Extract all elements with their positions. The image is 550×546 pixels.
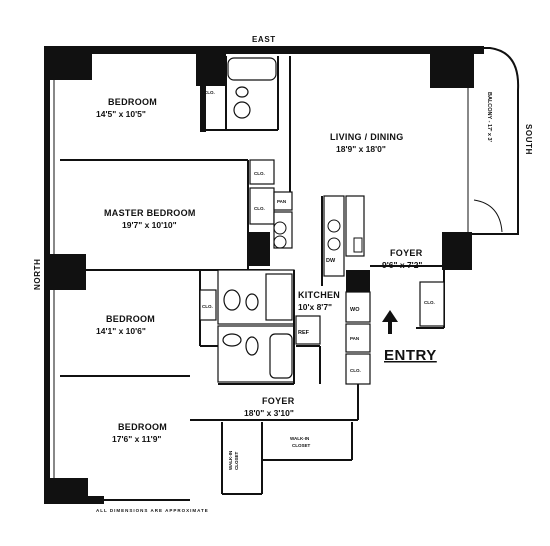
compass-north: NORTH <box>33 259 42 290</box>
bathtub-icon <box>227 57 277 81</box>
closet-label: CLO. <box>254 206 265 211</box>
master-bedroom-name: MASTER BEDROOM <box>104 208 196 218</box>
compass-south: SOUTH <box>524 124 533 155</box>
foyer2-name: FOYER <box>262 396 295 406</box>
closet-label: CLO. <box>254 171 265 176</box>
balcony-label: BALCONY - 17' x 3' <box>486 92 492 143</box>
wall-oven-label: WO <box>350 307 360 313</box>
bedroom3-name: BEDROOM <box>118 422 167 432</box>
shower-icon <box>265 273 293 321</box>
closet-label: CLO. <box>424 300 435 305</box>
closet-label: CLO. <box>204 90 215 95</box>
kitchen-dim: 10'x 8'7" <box>298 302 332 312</box>
exterior-walls <box>44 46 520 504</box>
bedroom3-dim: 17'6" x 11'9" <box>112 434 161 444</box>
walk-in-closet-label: CLOSET <box>292 443 311 448</box>
foyer2-dim: 18'0" x 3'10" <box>244 408 294 418</box>
stove-burner-icon <box>327 237 341 251</box>
closet-label: CLO. <box>202 304 213 309</box>
foyer1-dim: 9'6" x 7'2" <box>382 260 422 270</box>
walk-in-closet-label: WALK-IN <box>290 436 309 441</box>
toilet-icon <box>235 86 249 98</box>
living-dining-name: LIVING / DINING <box>330 132 404 142</box>
compass-east: EAST <box>252 35 276 44</box>
kitchen-name: KITCHEN <box>298 290 340 300</box>
sink-icon <box>223 289 241 311</box>
living-dining-dim: 18'9" x 18'0" <box>336 144 386 154</box>
bathtub-icon <box>269 333 293 379</box>
interior-walls <box>60 56 445 495</box>
entry-arrow-icon <box>382 310 398 334</box>
bedroom2-dim: 14'1" x 10'6" <box>96 326 146 336</box>
stove-burner-icon <box>327 219 341 233</box>
master-bedroom-dim: 19'7" x 10'10" <box>122 220 177 230</box>
entry-label: ENTRY <box>384 347 437 364</box>
sink-icon <box>222 333 242 347</box>
fixtures <box>222 57 363 379</box>
toilet-icon <box>245 293 259 311</box>
walk-in-closet-label: WALK-IN <box>228 451 233 470</box>
bedroom1-name: BEDROOM <box>108 97 157 107</box>
footnote: ALL DIMENSIONS ARE APPROXIMATE <box>96 508 209 513</box>
dishwasher-label: DW <box>326 258 336 264</box>
bedroom2-name: BEDROOM <box>106 314 155 324</box>
pantry-label: PAN <box>277 199 286 204</box>
closet-label: CLO. <box>350 368 361 373</box>
foyer1-name: FOYER <box>390 248 423 258</box>
pantry-label: PAN <box>350 336 359 341</box>
toilet-icon <box>245 336 259 356</box>
sink-icon <box>233 101 251 119</box>
refrigerator-label: REF <box>298 330 310 336</box>
bedroom1-dim: 14'5" x 10'5" <box>96 109 146 119</box>
walk-in-closet-label: CLOSET <box>234 451 239 470</box>
